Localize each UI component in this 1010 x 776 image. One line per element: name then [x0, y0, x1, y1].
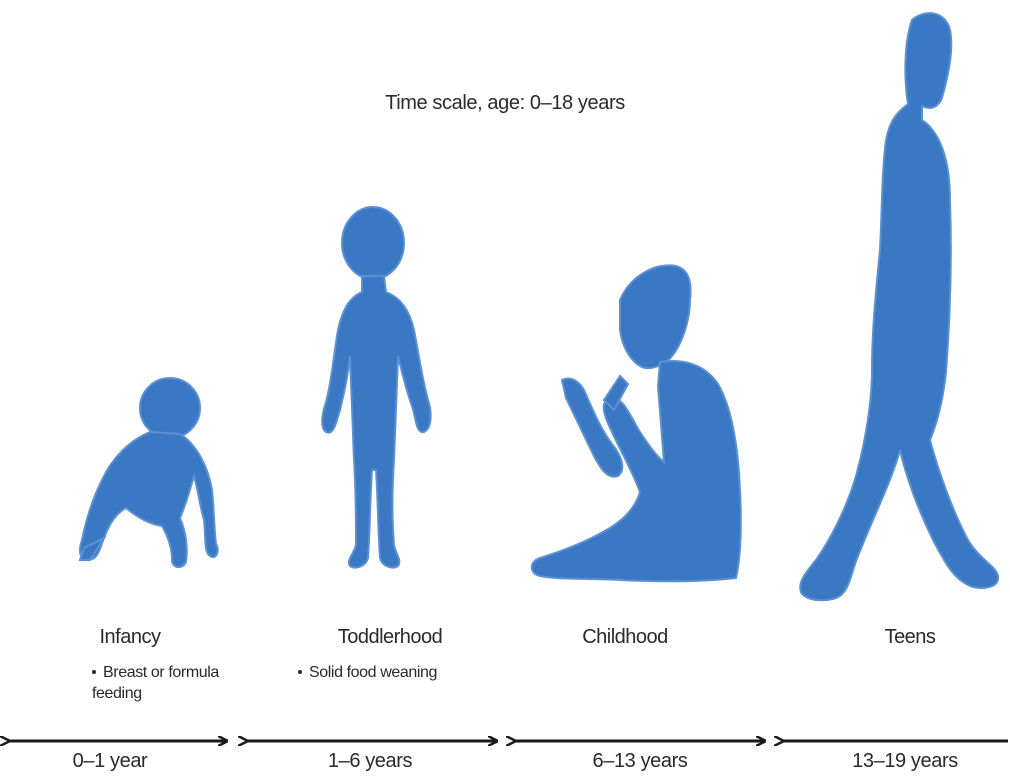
range-label-infancy: 0–1 year	[40, 750, 180, 773]
range-label-childhood: 6–13 years	[570, 750, 710, 773]
range-label-teens: 13–19 years	[830, 750, 980, 773]
range-label-toddlerhood: 1–6 years	[300, 750, 440, 773]
